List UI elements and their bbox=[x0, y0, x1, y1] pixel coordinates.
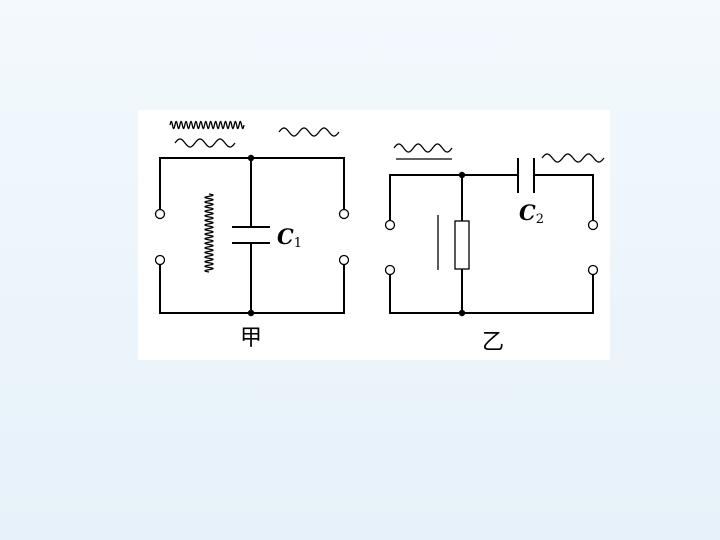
capacitor-c2-label: C2 bbox=[519, 200, 544, 227]
input-terminal bbox=[384, 219, 396, 231]
output-terminal bbox=[338, 208, 350, 220]
capacitor-c1 bbox=[232, 226, 270, 244]
figure-b-caption: 乙 bbox=[482, 330, 505, 355]
circuit-b-right-wire bbox=[534, 174, 594, 225]
output-terminal bbox=[587, 219, 599, 231]
junction-dot bbox=[458, 309, 466, 317]
high-frequency-wave-icon bbox=[204, 193, 214, 273]
resistor bbox=[454, 220, 470, 270]
junction-dot bbox=[247, 309, 255, 317]
low-frequency-wave-icon bbox=[278, 127, 340, 137]
figure-a-caption: 甲 bbox=[240, 326, 263, 351]
output-terminal bbox=[587, 264, 599, 276]
capacitor-c2 bbox=[517, 158, 535, 193]
circuit-b-left-wire bbox=[389, 174, 518, 225]
capacitor-c1-label: C1 bbox=[277, 224, 302, 251]
input-terminal bbox=[154, 254, 166, 266]
low-frequency-wave-icon bbox=[174, 138, 236, 148]
junction-dot bbox=[247, 154, 255, 162]
circuit-b-bottom-wire bbox=[389, 270, 594, 314]
low-frequency-wave-icon bbox=[541, 153, 605, 163]
high-frequency-wave-icon bbox=[169, 120, 245, 130]
circuit-b bbox=[384, 143, 605, 317]
input-terminal bbox=[384, 264, 396, 276]
output-terminal bbox=[338, 254, 350, 266]
circuit-drawing bbox=[154, 120, 605, 317]
circuit-a bbox=[154, 120, 350, 317]
junction-dot bbox=[458, 171, 466, 179]
input-terminal bbox=[154, 208, 166, 220]
low-frequency-wave-icon bbox=[393, 143, 453, 153]
circuit-figure: C1 C2 甲 乙 bbox=[138, 110, 610, 360]
